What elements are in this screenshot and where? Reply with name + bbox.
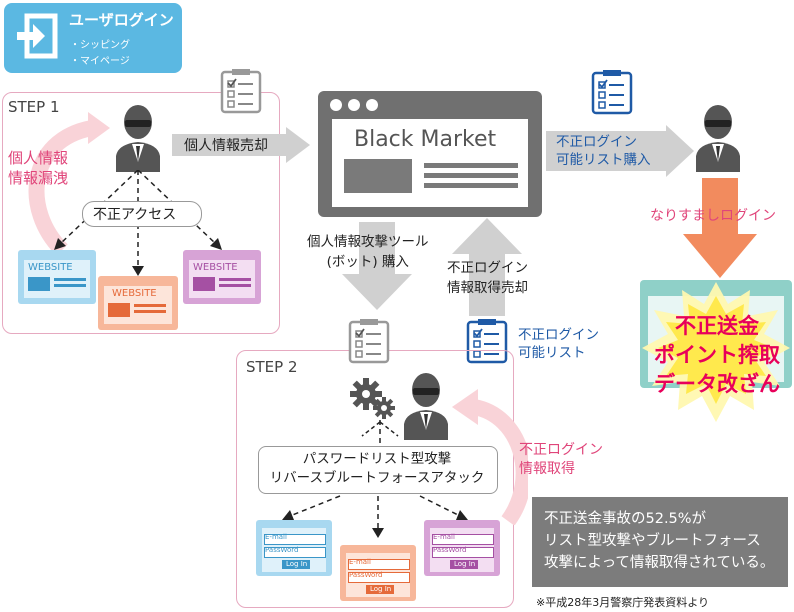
attack-dashed-fan xyxy=(361,421,399,437)
source-note: ※平成28年3月警察庁発表資料より xyxy=(536,596,709,609)
leak-label: 個人情報 情報漏洩 xyxy=(8,149,69,187)
sell-login-label: 不正ログイン 情報取得売却 xyxy=(447,260,528,296)
impersonation-label: なりすましログイン xyxy=(650,208,776,224)
password-field-blue: PassWord xyxy=(265,546,299,554)
website-blue: WEBSITE xyxy=(18,250,96,304)
email-field-orange: E-mail xyxy=(349,558,371,566)
website-orange: WEBSITE xyxy=(98,276,178,330)
hacker-icon xyxy=(116,105,160,172)
buy-list-arrow xyxy=(546,125,694,177)
checklist-icon-gray-2 xyxy=(348,319,390,364)
website-purple-label: WEBSITE xyxy=(193,262,238,273)
sell-personal-label: 個人情報売却 xyxy=(184,138,268,154)
fraud-text: 不正送金 ポイント搾取 データ改ざん xyxy=(654,314,780,396)
attack-label: パスワードリスト型攻撃 リバースブルートフォースアタック xyxy=(269,451,485,486)
login-icon xyxy=(17,13,58,59)
step1-label: STEP 1 xyxy=(8,98,60,116)
login-button-purple: Log In xyxy=(454,560,476,568)
attack-box xyxy=(258,446,498,494)
impersonation-arrow xyxy=(683,178,757,278)
website-blue-label: WEBSITE xyxy=(28,262,73,273)
login-item-shipping: ・シッピング xyxy=(70,40,130,51)
checklist-icon-blue xyxy=(591,70,633,115)
hacker-icon-right xyxy=(696,105,740,172)
password-field-purple: PassWord xyxy=(433,546,467,554)
login-form-blue: E-mail PassWord Log In xyxy=(256,520,332,576)
statistic-note-text: 不正送金事故の52.5%が リスト型攻撃やブルートフォース 攻撃によって情報取得… xyxy=(544,511,775,571)
login-list-label: 不正ログイン 可能リスト xyxy=(518,327,599,361)
login-title: ユーザログイン xyxy=(69,11,174,29)
buy-list-label: 不正ログイン 可能リスト購入 xyxy=(556,134,651,168)
step1-panel xyxy=(2,92,280,334)
login-button-blue: Log In xyxy=(286,560,308,568)
attack-dashed-line xyxy=(379,420,381,448)
login-form-orange: E-mail PassWord Log In xyxy=(340,545,416,601)
gears-icon xyxy=(350,378,395,419)
access-label: 不正アクセス xyxy=(93,207,177,223)
checklist-icon-blue-2 xyxy=(466,319,508,364)
buy-tool-label: 個人情報攻撃ツール (ボット) 購入 xyxy=(307,234,429,270)
login-button-orange: Log In xyxy=(370,585,392,593)
leak-curved-arrow xyxy=(28,112,110,256)
email-field-purple: E-mail xyxy=(433,533,455,541)
statistic-note xyxy=(532,497,788,587)
password-field-orange: PassWord xyxy=(349,571,383,579)
attack-dashed-arrows xyxy=(282,495,468,538)
obtain-login-label: 不正ログイン 情報取得 xyxy=(519,442,603,477)
email-field-blue: E-mail xyxy=(265,533,287,541)
user-login-panel xyxy=(4,3,182,73)
buy-tool-arrow xyxy=(342,222,412,310)
sell-login-arrow xyxy=(452,218,522,316)
sell-personal-arrow xyxy=(172,127,310,163)
hacker-icon-step2 xyxy=(404,373,448,440)
explosion-burst xyxy=(642,282,790,422)
black-market-window: Black Market xyxy=(318,91,542,217)
market-title: Black Market xyxy=(354,127,497,152)
website-purple: WEBSITE xyxy=(183,250,261,304)
login-item-mypage: ・マイページ xyxy=(70,56,130,67)
login-form-purple: E-mail PassWord Log In xyxy=(424,520,500,576)
website-orange-label: WEBSITE xyxy=(112,288,157,299)
access-pill xyxy=(82,201,202,227)
checklist-icon-gray xyxy=(220,69,262,114)
step2-label: STEP 2 xyxy=(246,358,298,376)
obtain-curved-arrow xyxy=(452,389,528,525)
